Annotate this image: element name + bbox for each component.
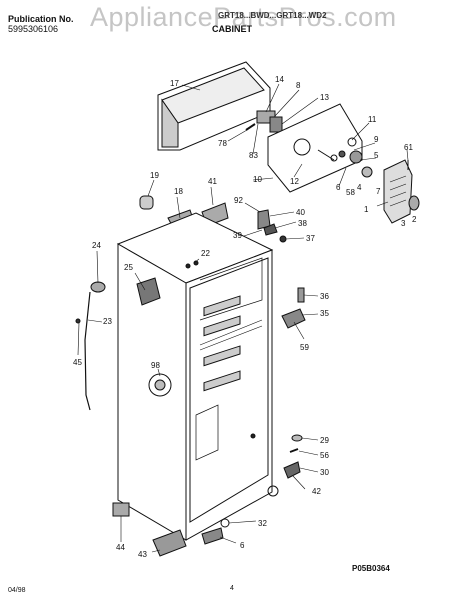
callout-41: 41 bbox=[208, 177, 217, 186]
callout-22: 22 bbox=[201, 249, 210, 258]
callout-3: 3 bbox=[401, 219, 406, 228]
callout-29: 29 bbox=[320, 436, 329, 445]
callout-10: 10 bbox=[253, 175, 262, 184]
callout-24: 24 bbox=[92, 241, 101, 250]
callout-92: 92 bbox=[234, 196, 243, 205]
callout-30: 30 bbox=[320, 468, 329, 477]
callout-17: 17 bbox=[170, 79, 179, 88]
callout-37: 37 bbox=[306, 234, 315, 243]
callout-56: 56 bbox=[320, 451, 329, 460]
callout-45: 45 bbox=[73, 358, 82, 367]
callout-38: 38 bbox=[298, 219, 307, 228]
callout-6: 6 bbox=[336, 183, 341, 192]
callout-39: 39 bbox=[233, 231, 242, 240]
callout-98: 98 bbox=[151, 361, 160, 370]
publication-label: Publication No. bbox=[8, 14, 74, 24]
callout-8: 8 bbox=[296, 81, 301, 90]
callout-25: 25 bbox=[124, 263, 133, 272]
callout-9: 9 bbox=[374, 135, 379, 144]
callout-78: 78 bbox=[218, 139, 227, 148]
callout-12: 12 bbox=[290, 177, 299, 186]
light-shield bbox=[383, 159, 413, 224]
callout-18: 18 bbox=[174, 187, 183, 196]
callout-83: 83 bbox=[249, 151, 258, 160]
callout-7: 7 bbox=[376, 187, 381, 196]
cabinet-body bbox=[116, 212, 279, 541]
callout-44: 44 bbox=[116, 543, 125, 552]
callout-2: 2 bbox=[412, 215, 417, 224]
callout-13: 13 bbox=[320, 93, 329, 102]
callout-61: 61 bbox=[404, 143, 413, 152]
callout-14: 14 bbox=[275, 75, 284, 84]
temperature-control-parts bbox=[347, 137, 373, 178]
section-title: CABINET bbox=[212, 24, 252, 34]
callout-4: 4 bbox=[357, 183, 362, 192]
right-side-hardware bbox=[281, 287, 306, 479]
callout-43: 43 bbox=[138, 550, 147, 559]
light-bulb-socket bbox=[407, 160, 420, 211]
watermark-text: AppliancePartsPros.com bbox=[90, 2, 397, 32]
callout-1: 1 bbox=[364, 205, 369, 214]
callout-5: 5 bbox=[374, 151, 379, 160]
reference-code: P05B0364 bbox=[352, 564, 390, 573]
callout-6: 6 bbox=[240, 541, 245, 550]
callout-40: 40 bbox=[296, 208, 305, 217]
top-trim-panel bbox=[157, 61, 271, 151]
publication-number: 5995306106 bbox=[8, 24, 59, 34]
callout-32: 32 bbox=[258, 519, 267, 528]
bottom-parts bbox=[112, 502, 224, 557]
callout-42: 42 bbox=[312, 487, 321, 496]
callout-59: 59 bbox=[300, 343, 309, 352]
callout-35: 35 bbox=[320, 309, 329, 318]
callout-11: 11 bbox=[368, 115, 377, 124]
control-bracket-parts bbox=[245, 110, 283, 133]
callout-23: 23 bbox=[103, 317, 112, 326]
model-line: GRT18...BWD...GRT18...WD2 bbox=[218, 11, 327, 20]
page-number: 4 bbox=[230, 585, 234, 592]
date-code: 04/98 bbox=[8, 587, 26, 594]
callout-36: 36 bbox=[320, 292, 329, 301]
callout-19: 19 bbox=[150, 171, 159, 180]
leader-lines bbox=[77, 83, 409, 553]
door-rod-assembly bbox=[75, 281, 106, 411]
callout-58: 58 bbox=[346, 188, 355, 197]
